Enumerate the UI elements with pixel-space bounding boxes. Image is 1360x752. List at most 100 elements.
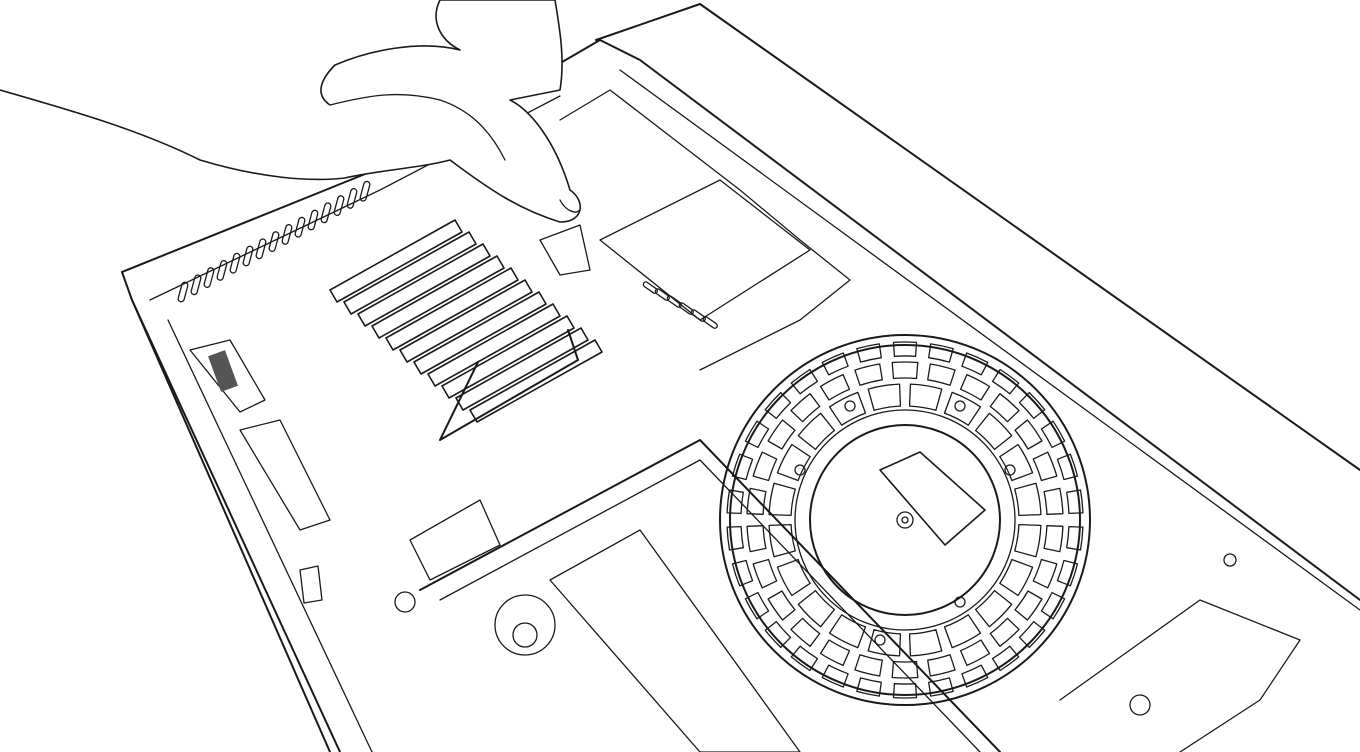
grille-cell — [1056, 453, 1079, 481]
grille-cell — [1066, 525, 1084, 551]
grille-cell — [989, 393, 1020, 423]
heatsink-fin — [469, 339, 603, 423]
vent-slot — [333, 195, 345, 217]
grille-cell — [943, 614, 982, 649]
grille-cell — [867, 629, 902, 657]
grille-cell — [1056, 559, 1079, 587]
heatsink-fin — [357, 243, 491, 327]
grille-cell — [1043, 525, 1064, 553]
chassis — [121, 39, 1360, 752]
grille-cell — [790, 368, 819, 395]
grille-cell — [928, 677, 954, 697]
grille-cell — [1043, 487, 1064, 515]
grille-cell — [908, 383, 943, 411]
heatsink-fin — [329, 219, 463, 303]
vent-slot — [216, 259, 228, 281]
grille-cell — [790, 393, 821, 423]
heatsink — [329, 219, 603, 441]
io-tab — [208, 350, 238, 392]
grille-cell — [991, 368, 1020, 395]
vent-slot — [190, 274, 202, 296]
grille-cell — [764, 391, 792, 420]
grille-cell — [767, 590, 796, 621]
fan-screw — [954, 596, 966, 608]
grille-cell — [1014, 590, 1043, 621]
grille-cell — [854, 654, 883, 677]
hand — [0, 0, 582, 223]
grille-cell — [928, 343, 954, 363]
grille-cell — [959, 639, 991, 667]
fan-screw — [874, 634, 886, 646]
grille-cell — [819, 373, 851, 401]
grille-cell — [790, 617, 821, 647]
vent-slot — [242, 245, 254, 267]
grille-cell — [744, 591, 770, 620]
grille-cell — [821, 352, 849, 376]
grille-cell — [790, 645, 819, 672]
grille-cell — [746, 525, 767, 553]
grille-cell — [892, 683, 918, 699]
bay-slot — [666, 295, 682, 308]
grille-cell — [1066, 489, 1084, 515]
grille-cell — [974, 412, 1013, 451]
grille-cell — [1032, 558, 1058, 589]
heatsink-fin — [441, 315, 575, 399]
heatsink-fin — [371, 255, 505, 339]
grille-cell — [991, 645, 1020, 672]
fan-assembly — [719, 334, 1091, 706]
bay-slot — [690, 309, 706, 322]
heatsink-fin — [399, 279, 533, 363]
grille-cell — [726, 525, 744, 551]
bay-slot — [642, 281, 658, 294]
fan-screw — [1004, 464, 1016, 476]
grille-cell — [1014, 419, 1043, 450]
right-bracket — [1059, 553, 1301, 752]
fan-screw — [794, 464, 806, 476]
grille-cell — [908, 629, 943, 657]
grille-cell — [1014, 482, 1042, 517]
vent-slot — [229, 252, 241, 274]
drive-bay — [539, 89, 851, 371]
grille-cell — [943, 391, 982, 426]
fan-screw — [844, 400, 856, 412]
drive-bay-slots — [642, 281, 718, 329]
grille-cell — [744, 420, 770, 449]
bay-slot — [654, 288, 670, 301]
grille-cell — [999, 443, 1034, 482]
fan-grille — [726, 341, 1084, 699]
grille-cell — [1018, 391, 1046, 420]
vent-slot — [203, 267, 215, 289]
heatsink-fin — [427, 303, 561, 387]
grille-cell — [974, 589, 1013, 628]
vent-slot — [346, 187, 358, 209]
grille-cell — [828, 391, 867, 426]
grille-cell — [768, 482, 796, 517]
lower-tray — [394, 439, 1001, 752]
grille-cell — [892, 341, 918, 357]
grille-cell — [1032, 451, 1058, 482]
vent-slot — [294, 216, 306, 238]
grille-cell — [999, 558, 1034, 597]
grille-cell — [867, 383, 902, 411]
heatsink-base — [439, 329, 579, 441]
grille-cell — [891, 660, 919, 679]
grille-cell — [1040, 591, 1066, 620]
grille-cell — [989, 617, 1020, 647]
grille-cell — [959, 373, 991, 401]
bay-slot — [702, 316, 718, 329]
fan-screw — [954, 400, 966, 412]
vent-slot — [177, 281, 189, 303]
vent-slots — [177, 180, 371, 303]
heatsink-fin — [385, 267, 519, 351]
grille-cell — [752, 558, 778, 589]
grille-cell — [767, 419, 796, 450]
grille-cell — [1040, 420, 1066, 449]
grille-cell — [776, 558, 811, 597]
grille-cell — [797, 412, 836, 451]
heatsink-fin — [413, 291, 547, 375]
grille-cell — [731, 559, 754, 587]
grille-cell — [819, 639, 851, 667]
heatsink-fin — [455, 327, 589, 411]
